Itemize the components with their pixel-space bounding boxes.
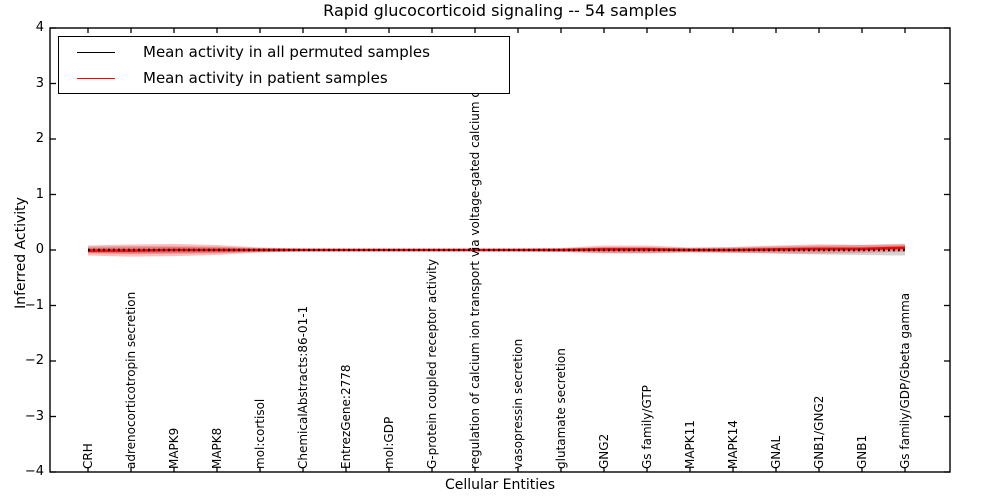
x-tick-label: CRH bbox=[81, 443, 95, 469]
x-tick-label: EntrezGene:2778 bbox=[339, 364, 353, 470]
legend-label-patient: Mean activity in patient samples bbox=[143, 69, 388, 87]
x-tick-label: vasopressin secretion bbox=[511, 338, 525, 469]
x-tick-label: adrenocorticotropin secretion bbox=[124, 291, 138, 469]
x-tick-label: MAPK8 bbox=[210, 427, 224, 469]
y-tick-label: 1 bbox=[35, 186, 44, 202]
y-axis-label: Inferred Activity bbox=[13, 197, 29, 309]
y-tick-label: 2 bbox=[35, 131, 44, 146]
x-tick-label: G-protein coupled receptor activity bbox=[425, 258, 439, 469]
legend-entry: Mean activity in patient samples bbox=[59, 66, 509, 91]
y-tick-label: −4 bbox=[24, 464, 44, 479]
y-tick-label: −3 bbox=[24, 408, 44, 424]
legend-label-permuted: Mean activity in all permuted samples bbox=[143, 43, 430, 61]
x-tick-label: MAPK14 bbox=[726, 420, 740, 469]
x-tick-label: MAPK11 bbox=[683, 420, 697, 469]
x-axis-label: Cellular Entities bbox=[444, 477, 556, 493]
legend-entry: Mean activity in all permuted samples bbox=[59, 40, 509, 65]
legend: Mean activity in all permuted samples Me… bbox=[58, 36, 510, 94]
x-tick-label: Gs family/GTP bbox=[640, 385, 654, 469]
x-tick-label: mol:GDP bbox=[382, 416, 396, 469]
x-tick-label: glutamate secretion bbox=[554, 348, 568, 469]
legend-line-permuted-icon bbox=[77, 51, 115, 53]
x-tick-label: GNB1/GNG2 bbox=[812, 395, 826, 469]
y-tick-label: 4 bbox=[35, 20, 44, 35]
x-tick-label: GNB1 bbox=[855, 434, 869, 469]
y-tick-label: 3 bbox=[35, 75, 44, 91]
x-tick-label: regulation of calcium ion transport via … bbox=[468, 43, 482, 469]
x-tick-label: GNAL bbox=[769, 435, 783, 469]
y-tick-label: −2 bbox=[24, 353, 44, 368]
x-tick-label: GNG2 bbox=[597, 433, 611, 469]
x-tick-label: mol:cortisol bbox=[253, 398, 267, 469]
chart-title: Rapid glucocorticoid signaling -- 54 sam… bbox=[323, 1, 677, 20]
x-tick-label: Gs family/GDP/Gbeta gamma bbox=[898, 292, 912, 469]
legend-line-patient-icon bbox=[77, 77, 115, 79]
y-tick-label: −1 bbox=[24, 297, 44, 313]
y-tick-label: 0 bbox=[35, 242, 44, 257]
x-tick-label: MAPK9 bbox=[167, 427, 181, 469]
x-tick-label: ChemicalAbstracts:86-01-1 bbox=[296, 305, 310, 469]
